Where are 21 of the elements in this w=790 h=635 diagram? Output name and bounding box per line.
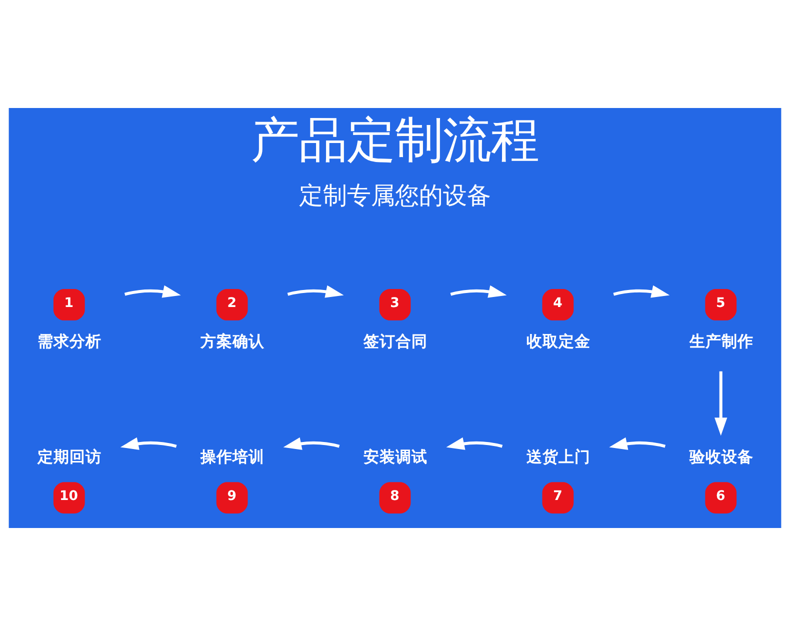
arrow — [287, 284, 344, 298]
arrow — [613, 284, 670, 298]
node-label: 签订合同 — [364, 330, 428, 350]
node-label: 收取定金 — [526, 330, 591, 350]
arrow — [120, 436, 177, 450]
node-label: 安装调试 — [364, 446, 428, 466]
node-label: 生产制作 — [689, 330, 754, 350]
node-label: 验收设备 — [689, 446, 754, 466]
node-label: 定期回访 — [38, 446, 102, 466]
node-label: 方案确认 — [200, 330, 265, 350]
arrow — [450, 284, 507, 298]
node-label: 需求分析 — [38, 330, 102, 350]
arrow — [714, 370, 728, 436]
node-label: 送货上门 — [526, 446, 591, 466]
arrow — [124, 284, 181, 298]
arrow — [446, 436, 503, 450]
arrow — [609, 436, 666, 450]
arrow — [283, 436, 340, 450]
node-label: 操作培训 — [200, 446, 265, 466]
label: 定制专属您的设备 — [299, 180, 491, 209]
diagram-title: 产品定制流程 — [251, 112, 539, 168]
